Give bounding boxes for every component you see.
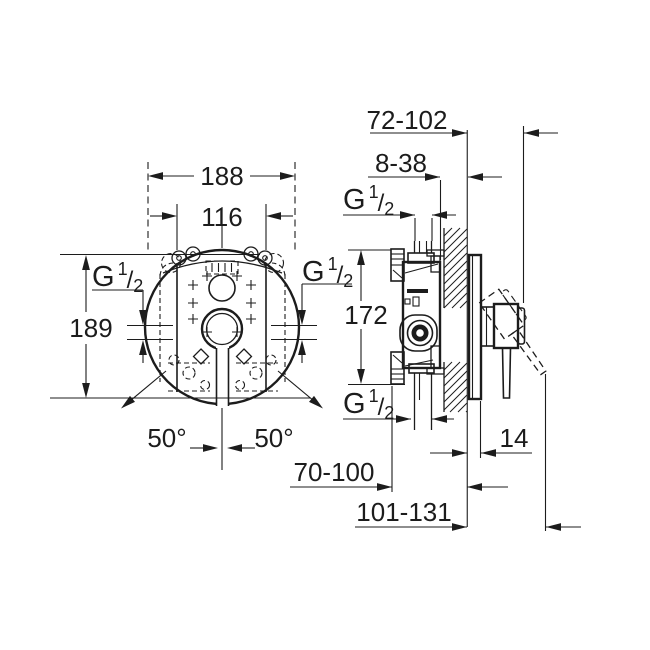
svg-text:G1/2: G1/2 [343,182,394,219]
bottom-pipe-stub [408,363,435,430]
overall-width-label: 188 [200,161,243,191]
side-view [390,130,547,527]
wall-hatch-upper [443,227,468,309]
dim-swivel-angles: 50° 50° [118,370,326,453]
handle-lever [501,347,512,399]
dim-body-height: 172 [344,249,405,386]
overall-height-label: 189 [69,313,112,343]
dim-depth-to-handle: 72-102 [367,105,558,137]
dim-inner-width: 116 [150,202,293,250]
dim-overall-projection: 101-131 [355,497,581,531]
svg-text:172: 172 [344,300,387,330]
svg-text:72-102: 72-102 [367,105,448,135]
svg-text:70-100: 70-100 [294,457,375,487]
diverter-circle [208,274,236,302]
dim-rough-in-depth: 70-100 [290,386,508,492]
inner-width-label: 116 [201,202,242,232]
label-plate [205,260,239,275]
dim-escutcheon-offset: 14 [430,401,532,458]
dim-overall-height: 189 [50,253,310,399]
top-pipe-stub [407,241,435,264]
wall-hatch-lower [443,361,468,413]
front-view: 188 116 189 G1/2 [50,161,353,470]
elbow-housing [399,314,438,352]
svg-text:G1/2: G1/2 [343,386,394,423]
dim-overall-width: 188 [147,161,296,252]
handle-alt-position [478,288,547,376]
svg-text:8-38: 8-38 [375,148,427,178]
rough-in-box [390,241,445,430]
dim-finished-wall-range: 8-38 [368,148,502,260]
svg-text:G1/2: G1/2 [302,254,353,291]
svg-text:101-131: 101-131 [356,497,451,527]
svg-text:G1/2: G1/2 [92,259,143,296]
swivel-angle-right-label: 50° [254,423,293,453]
svg-text:14: 14 [500,423,529,453]
swivel-angle-left-label: 50° [147,423,186,453]
handle-assembly [480,302,526,399]
